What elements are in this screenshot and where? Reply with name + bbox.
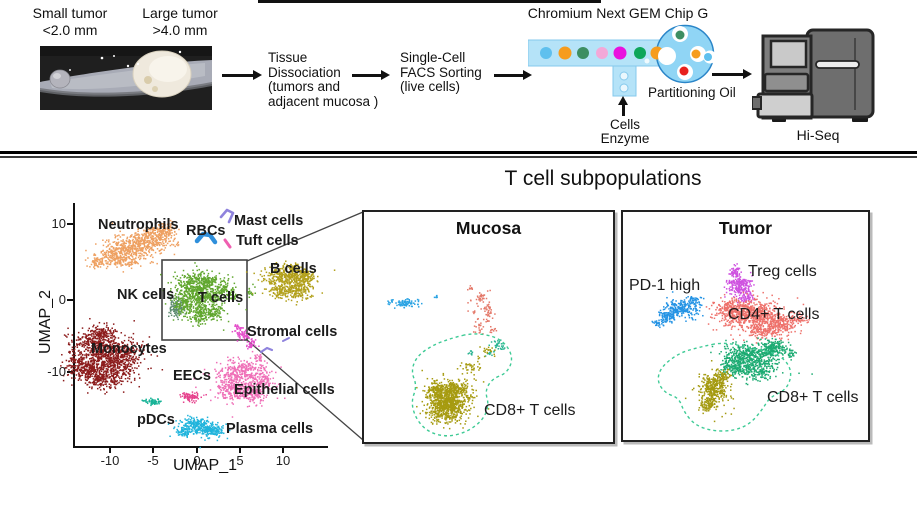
step-facs-sorting: Single-Cell FACS Sorting (live cells) — [400, 50, 482, 95]
step-line: (live cells) — [400, 79, 461, 94]
tumor-pd1-label: PD-1 high — [629, 277, 701, 294]
tumor-treg-label: Treg cells — [748, 263, 817, 280]
cluster-label-rbcs: RBCs — [186, 223, 226, 239]
arrow-right-icon — [222, 70, 262, 80]
step-line: adjacent mucosa ) — [268, 93, 379, 109]
separator-line — [0, 151, 917, 154]
step-tissue-dissociation: Tissue Dissociation (tumors and adjacent… — [268, 50, 379, 109]
sequencer-icon — [752, 28, 875, 122]
cluster-label-pdcs: pDCs — [137, 412, 175, 428]
cluster-label-bcells: B cells — [270, 261, 317, 277]
x-axis-label: UMAP_1 — [172, 457, 238, 474]
step-line: Dissociation — [268, 64, 341, 80]
y-tick: -10 — [47, 364, 66, 379]
cluster-label-stromal: Stromal cells — [247, 324, 338, 340]
cells-label: Cells — [609, 117, 640, 132]
tumor-panel: Tumor — [621, 210, 870, 442]
arrow-up-icon — [618, 96, 628, 116]
y-axis-label: UMAP_2 — [37, 289, 54, 355]
step-line: (tumors and — [268, 79, 341, 94]
tumor-cd8-label: CD8+ T cells — [767, 389, 859, 406]
cluster-label-tcells: T cells — [198, 290, 244, 306]
cluster-label-neutrophils: Neutrophils — [98, 217, 179, 233]
enzyme-label: Enzyme — [600, 131, 650, 146]
step-line: Single-Cell — [400, 50, 466, 65]
chip-title: Chromium Next GEM Chip G — [527, 5, 709, 21]
x-tick: -10 — [100, 453, 120, 468]
cluster-label-plasma: Plasma cells — [226, 421, 314, 437]
section-title: T cell subpopulations — [504, 167, 702, 190]
cluster-label-eecs: EECs — [173, 368, 211, 384]
y-tick: 10 — [51, 216, 66, 231]
cluster-label-monocytes: Monocytes — [91, 341, 167, 357]
cluster-label-nk: NK cells — [117, 287, 175, 303]
cluster-label-epithelial: Epithelial cells — [234, 382, 335, 398]
arrow-right-icon — [494, 70, 532, 80]
large-tumor-caption: Large tumor >4.0 mm — [125, 5, 235, 39]
cluster-label-tuft: Tuft cells — [236, 233, 299, 249]
large-tumor-label: Large tumor — [142, 5, 218, 21]
large-tumor-size: >4.0 mm — [152, 22, 208, 38]
step-line: FACS Sorting — [400, 64, 482, 80]
tumor-cd4-label: CD4+ T cells — [728, 306, 820, 323]
sequencer-label: Hi-Seq — [796, 127, 840, 143]
step-line: Tissue — [268, 50, 308, 65]
tumor-panel-title: Tumor — [718, 218, 773, 238]
partitioning-oil-label: Partitioning Oil — [648, 85, 736, 100]
top-rule — [258, 0, 601, 3]
tumor-photo — [40, 46, 212, 110]
mucosa-panel-title: Mucosa — [455, 218, 522, 238]
x-tick: 10 — [275, 453, 291, 468]
cluster-label-mast: Mast cells — [234, 213, 304, 229]
small-tumor-caption: Small tumor <2.0 mm — [15, 5, 125, 39]
small-tumor-label: Small tumor — [32, 5, 108, 21]
separator-line-thin — [0, 156, 917, 158]
small-tumor-size: <2.0 mm — [42, 22, 98, 38]
mucosa-cd8-label: CD8+ T cells — [484, 402, 576, 419]
